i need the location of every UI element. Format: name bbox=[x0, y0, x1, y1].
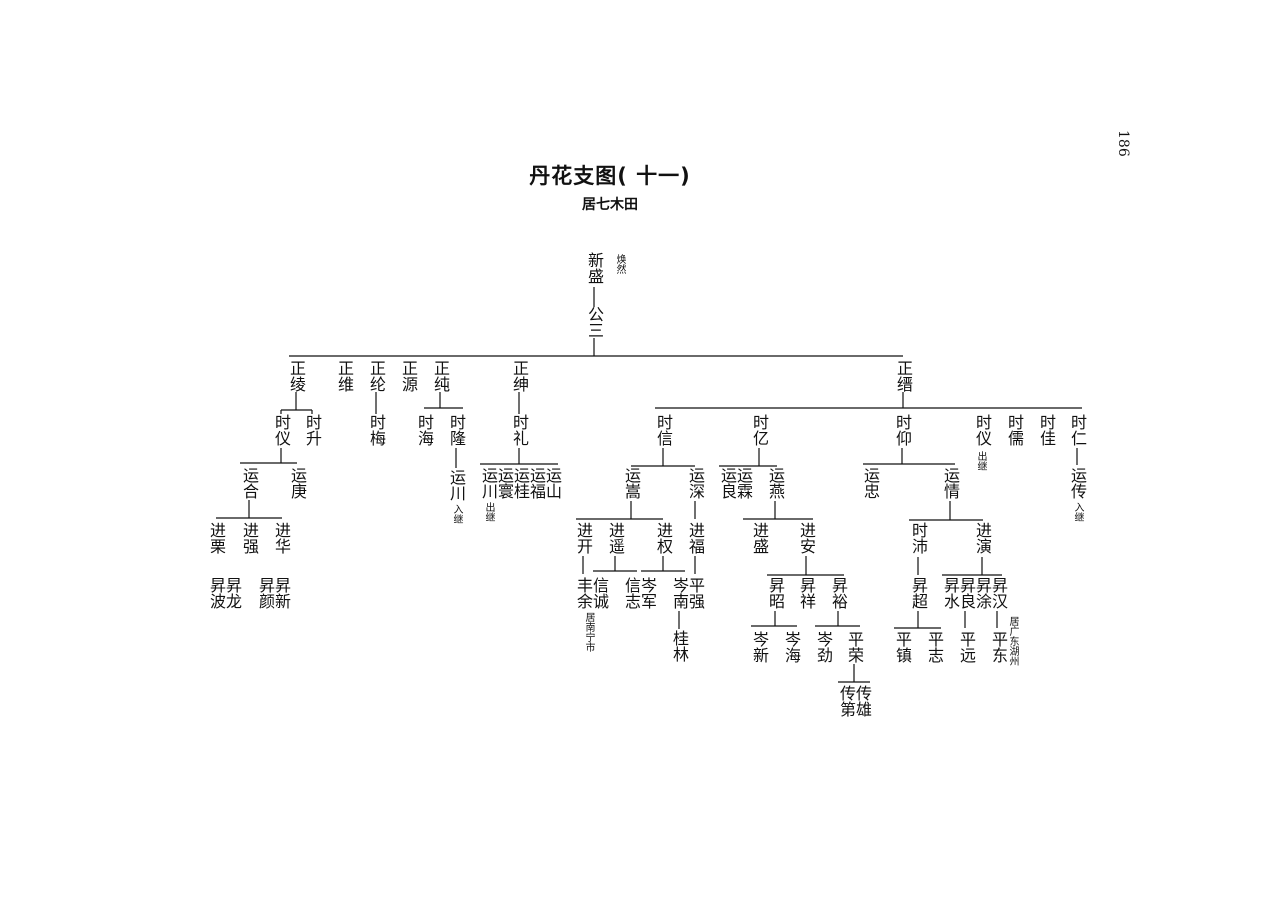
person-shiyi3-note: 出继 bbox=[975, 451, 986, 471]
person-jinfu: 进福 bbox=[686, 522, 705, 554]
person-shengxin: 昇新 bbox=[272, 577, 291, 609]
person-zhengchun: 正纯 bbox=[431, 360, 450, 392]
person-xinsheng: 新盛 bbox=[585, 252, 604, 284]
person-shimei: 时梅 bbox=[367, 414, 386, 446]
person-jinyao: 进遥 bbox=[606, 522, 625, 554]
person-yunchuan: 运川 bbox=[447, 469, 466, 501]
person-zhengyuan: 正源 bbox=[399, 360, 418, 392]
person-shengxiang: 昇祥 bbox=[797, 577, 816, 609]
person-yunchuan-note: 入继 bbox=[451, 504, 462, 524]
person-zhengling: 正绫 bbox=[287, 360, 306, 392]
person-cenjin: 岑劲 bbox=[814, 631, 833, 663]
person-pingzhen: 平镇 bbox=[893, 631, 912, 663]
person-zhenglun: 正纶 bbox=[367, 360, 386, 392]
person-pingyuan: 平远 bbox=[957, 631, 976, 663]
person-zhengjin: 正缙 bbox=[894, 360, 913, 392]
person-yungui: 运桂 bbox=[511, 467, 530, 499]
person-yunliang: 运良 bbox=[718, 467, 737, 499]
person-shengshui: 昇水 bbox=[941, 577, 960, 609]
person-fengyu-note: 居南宁市 bbox=[583, 612, 594, 652]
person-shilong: 时隆 bbox=[447, 414, 466, 446]
person-yunfu: 运福 bbox=[527, 467, 546, 499]
person-jinan: 进安 bbox=[797, 522, 816, 554]
person-shengliang: 昇良 bbox=[957, 577, 976, 609]
person-jinli: 进栗 bbox=[207, 522, 226, 554]
person-cennan: 岑南 bbox=[670, 577, 689, 609]
person-cenxin: 岑新 bbox=[750, 631, 769, 663]
person-shiru: 时儒 bbox=[1005, 414, 1024, 446]
person-yunchuan3: 运传 bbox=[1068, 467, 1087, 499]
person-pingrong: 平荣 bbox=[845, 631, 864, 663]
person-shili: 时礼 bbox=[510, 414, 529, 446]
person-pingqiang: 平强 bbox=[686, 577, 705, 609]
person-shixin: 时信 bbox=[654, 414, 673, 446]
person-shengtu: 昇涂 bbox=[973, 577, 992, 609]
person-xinzhi: 信志 bbox=[622, 577, 641, 609]
person-yunchuan2-note: 出继 bbox=[483, 502, 494, 522]
person-shiyang: 时仰 bbox=[893, 414, 912, 446]
person-shijia: 时佳 bbox=[1037, 414, 1056, 446]
person-zhengwei: 正维 bbox=[335, 360, 354, 392]
person-yunhuan: 运寰 bbox=[495, 467, 514, 499]
person-shihai: 时海 bbox=[415, 414, 434, 446]
person-shipei: 时沛 bbox=[909, 522, 928, 554]
person-shisheng: 时升 bbox=[303, 414, 322, 446]
person-pingdong: 平东 bbox=[989, 631, 1008, 663]
person-yunyan: 运燕 bbox=[766, 467, 785, 499]
person-shiren: 时仁 bbox=[1068, 414, 1087, 446]
person-yunzhong: 运忠 bbox=[861, 467, 880, 499]
person-jinhua: 进华 bbox=[272, 522, 291, 554]
person-jinyin: 进演 bbox=[973, 522, 992, 554]
person-yunqing: 运情 bbox=[941, 467, 960, 499]
person-jinqiang: 进强 bbox=[240, 522, 259, 554]
person-yunchuan3-note: 入继 bbox=[1072, 502, 1083, 522]
person-yunlin: 运霖 bbox=[734, 467, 753, 499]
person-yunshan: 运山 bbox=[543, 467, 562, 499]
person-chuandi: 传第 bbox=[837, 685, 856, 717]
person-jinquan: 进权 bbox=[654, 522, 673, 554]
person-shenghan: 昇汉 bbox=[989, 577, 1008, 609]
person-shenglong: 昇龙 bbox=[223, 577, 242, 609]
person-yunsong: 运嵩 bbox=[622, 467, 641, 499]
person-gongsan: 公三 bbox=[585, 306, 604, 338]
page-title: 丹花支图( 十一) bbox=[529, 164, 691, 188]
person-shengyu: 昇裕 bbox=[829, 577, 848, 609]
person-xinsheng-note: 焕然 bbox=[614, 254, 625, 274]
person-yunhe: 运合 bbox=[240, 467, 259, 499]
person-chuanxiong: 传雄 bbox=[853, 685, 872, 717]
person-shiyi: 时仪 bbox=[272, 414, 291, 446]
person-yunchuan2: 运川 bbox=[479, 467, 498, 499]
person-fengyu: 丰余 bbox=[574, 577, 593, 609]
person-shengyan: 昇颜 bbox=[256, 577, 275, 609]
person-shiyi2: 时亿 bbox=[750, 414, 769, 446]
person-jinsheng: 进盛 bbox=[750, 522, 769, 554]
person-xincheng: 信诚 bbox=[590, 577, 609, 609]
person-shengzhao: 昇昭 bbox=[766, 577, 785, 609]
person-yungeng: 运庚 bbox=[288, 467, 307, 499]
page-subtitle: 居七木田 bbox=[582, 197, 638, 213]
person-cenhai: 岑海 bbox=[782, 631, 801, 663]
person-shengchao: 昇超 bbox=[909, 577, 928, 609]
person-shengbo: 昇波 bbox=[207, 577, 226, 609]
person-guilin: 桂林 bbox=[670, 630, 689, 662]
person-shiyi3: 时仪 bbox=[973, 414, 992, 446]
person-pingzhi: 平志 bbox=[925, 631, 944, 663]
person-jinkai: 进开 bbox=[574, 522, 593, 554]
person-zhengshen: 正绅 bbox=[510, 360, 529, 392]
person-cenjun: 岑军 bbox=[638, 577, 657, 609]
person-yunshen: 运深 bbox=[686, 467, 705, 499]
person-pingdong-note: 居广东湖州 bbox=[1007, 616, 1018, 666]
